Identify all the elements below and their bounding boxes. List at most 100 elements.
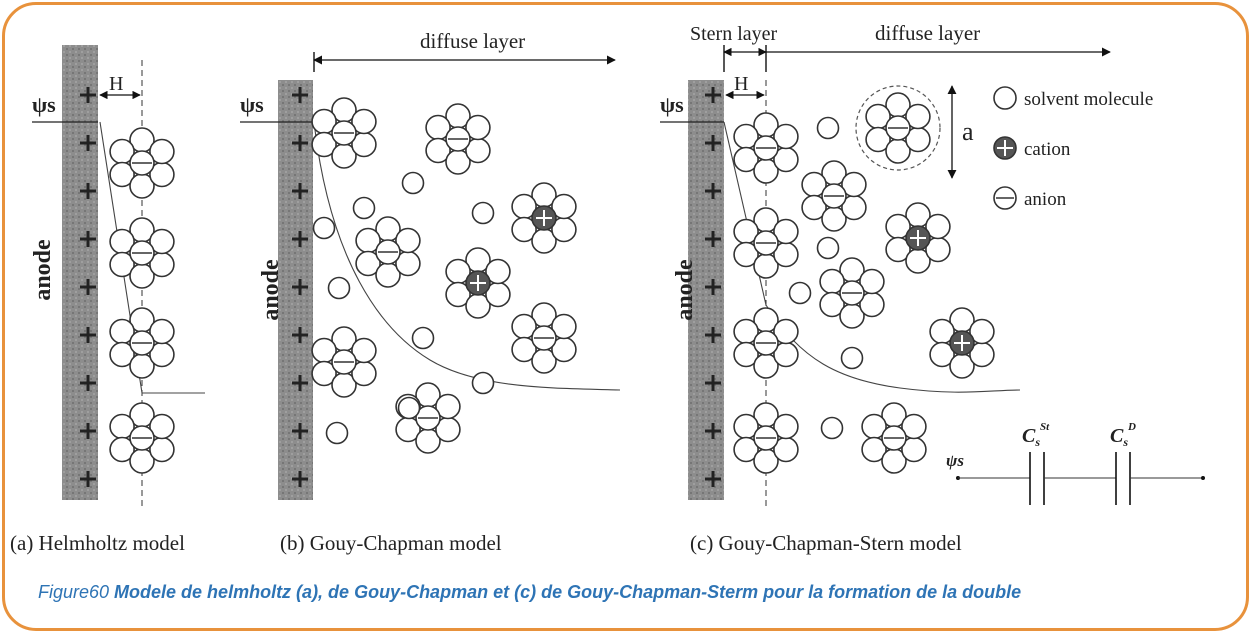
cation-solvation-cluster [885, 202, 951, 274]
solvent-molecule-icon [859, 268, 885, 295]
potential-curve-a [99, 121, 205, 394]
positive-charge-icon [80, 423, 96, 439]
legend-cation-label: cation [1024, 139, 1071, 160]
anion-solvation-cluster [865, 92, 931, 164]
solvent-molecule-icon [149, 138, 175, 165]
solvent-molecule-icon [733, 241, 759, 268]
solvent-molecule-icon [149, 413, 175, 440]
solvent-molecule-icon [149, 318, 175, 345]
solvent-molecule-icon [773, 318, 799, 345]
cap-st-label: C [1022, 425, 1036, 447]
cation-icon [949, 330, 975, 356]
size-label-a: a [962, 117, 974, 146]
solvent-molecule-icon [149, 228, 175, 255]
panel-gouy-chapman-stern: anode ψs Stern layer diffuse layer H a s… [660, 21, 1205, 555]
anion-solvation-cluster [511, 302, 577, 374]
solvation-shell-outline [855, 85, 941, 171]
solvent-molecule-icon [445, 281, 471, 308]
anion-solvation-cluster [109, 307, 175, 379]
positive-charge-icon [80, 471, 96, 487]
psi-label-b: ψs [240, 92, 264, 117]
svg-text:CsD: CsD [1110, 421, 1136, 449]
psi-label-c: ψs [660, 92, 684, 117]
solvent-molecule-icon [816, 236, 840, 260]
caption-c: (c) Gouy-Chapman-Stern model [690, 531, 962, 555]
solvent-molecule-icon [471, 371, 495, 395]
svg-text:CsSt: CsSt [1022, 421, 1050, 449]
equivalent-circuit: ψs CsSt CsD [946, 421, 1205, 505]
panel-gouy-chapman: anode ψs diffuse layer (b) Gouy-Chapman … [240, 29, 621, 555]
cap-d-sup: D [1127, 421, 1136, 433]
solvent-molecule-icon [352, 196, 376, 220]
circuit-psi-label: ψs [946, 451, 964, 470]
solvent-molecule-icon [311, 360, 337, 387]
solvent-molecule-icon [351, 337, 377, 364]
anion-solvation-cluster [733, 307, 799, 379]
positive-charge-icon [292, 183, 308, 199]
anion-solvation-cluster [733, 207, 799, 279]
positive-charge-icon [292, 135, 308, 151]
anion-solvation-cluster [311, 326, 377, 398]
positive-charge-icon [705, 279, 721, 295]
solvent-molecule-icon [929, 341, 955, 368]
solvent-molecule-icon [471, 201, 495, 225]
solvent-molecule-icon [312, 216, 336, 240]
anion-icon [129, 150, 155, 176]
diffuse-label-b: diffuse layer [420, 29, 525, 53]
solvent-molecule-icon [901, 413, 927, 440]
positive-charge-icon [705, 135, 721, 151]
anion-solvation-cluster [109, 402, 175, 474]
solvent-molecule-icon [841, 171, 867, 198]
cation-solvation-cluster [511, 182, 577, 254]
solvent-molecule-icon [865, 126, 891, 153]
solvent-molecule-icon [905, 103, 931, 130]
solvent-molecule-icon [109, 251, 135, 278]
solvent-molecule-icon [311, 131, 337, 158]
anion-icon [445, 126, 471, 152]
positive-charge-icon [80, 135, 96, 151]
positive-charge-icon [292, 327, 308, 343]
anion-solvation-cluster [109, 127, 175, 199]
solvent-molecule-icon [885, 236, 911, 263]
anion-icon [753, 425, 779, 451]
legend-anion-icon [993, 186, 1017, 210]
anion-icon [881, 425, 907, 451]
anion-solvation-cluster [311, 97, 377, 169]
cap-d-sub: s [1122, 435, 1128, 449]
cap-st-sup: St [1040, 421, 1050, 433]
solvent-molecule-icon [109, 161, 135, 188]
positive-charge-icon [705, 87, 721, 103]
positive-charge-icon [292, 231, 308, 247]
solvent-molecule-icon [773, 218, 799, 245]
anion-solvation-cluster [861, 402, 927, 474]
diffuse-label-c: diffuse layer [875, 21, 980, 45]
figure-caption-prefix: Figure60 [38, 582, 115, 602]
legend-anion-label: anion [1024, 189, 1067, 210]
anion-icon [129, 330, 155, 356]
anion-icon [753, 330, 779, 356]
cation-icon [465, 270, 491, 296]
h-label-c: H [734, 73, 748, 95]
positive-charge-icon [292, 375, 308, 391]
anode-label-c: anode [672, 259, 698, 321]
anode-label-b: anode [258, 259, 284, 321]
solvent-molecule-icon [425, 137, 451, 164]
solvent-molecule-icon [819, 291, 845, 318]
positive-charge-icon [292, 87, 308, 103]
anion-solvation-cluster [819, 257, 885, 329]
positive-charge-icon [80, 183, 96, 199]
anode-electrode-a [62, 45, 98, 500]
positive-charge-icon [80, 327, 96, 343]
cation-icon [905, 225, 931, 251]
solvent-molecule-icon [773, 413, 799, 440]
anion-solvation-cluster [733, 402, 799, 474]
solvent-molecule-icon [733, 436, 759, 463]
solvent-molecule-icon [840, 346, 864, 370]
anode-charges-b [292, 87, 308, 487]
positive-charge-icon [705, 231, 721, 247]
anion-solvation-cluster [355, 216, 421, 288]
solvent-molecule-icon [109, 436, 135, 463]
solvent-molecule-icon [355, 250, 381, 277]
solvent-molecule-icon [435, 393, 461, 420]
